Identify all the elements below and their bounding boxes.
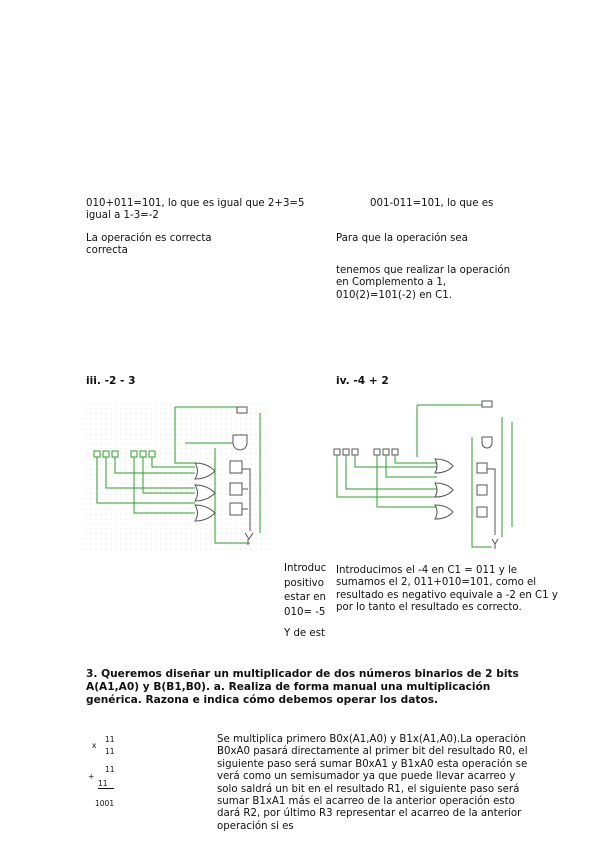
clipped-line-1: Introduc: [284, 563, 327, 574]
input-pins-iii: [93, 450, 156, 458]
mult-op-plus: +: [88, 772, 95, 781]
section3-heading: 3. Queremos diseñar un multiplicador de …: [86, 668, 519, 706]
circuit-diagram-iii: [85, 403, 270, 553]
clipped-line-4: 010= -5: [284, 606, 326, 618]
right-top-line1: 001-011=101, lo que es: [370, 198, 494, 209]
mult-row2: 11: [105, 747, 115, 756]
right-top-para1: Para que la operación sea: [336, 233, 468, 244]
clipped-line-3: estar en: [284, 592, 326, 604]
input-pins-iv: [333, 448, 399, 456]
mult-op-x: x: [92, 741, 97, 750]
explanation-text: Se multiplica primero B0x(A1,A0) y B1x(A…: [217, 734, 528, 832]
left-top-line2: igual a 1-3=-2: [86, 210, 159, 222]
left-top-result-line1: La operación es correcta: [86, 233, 212, 244]
right-top-para2: tenemos que realizar la operación en Com…: [336, 265, 511, 301]
left-top-result: La operación es correcta correcta: [86, 233, 326, 258]
circuit-diagram-iv: [333, 400, 513, 549]
clipped-line-2: positivo: [284, 577, 324, 589]
right-mid-text: Introducimos el -4 en C1 = 011 y le suma…: [336, 565, 558, 614]
mult-row4: 11: [98, 779, 114, 789]
heading-iii: iii. -2 - 3: [86, 375, 136, 387]
left-top-text: 010+011=101, lo que es igual que 2+3=5 i…: [86, 198, 326, 223]
left-top-result-line2: correcta: [86, 245, 128, 257]
mult-result: 1001: [95, 799, 115, 808]
clipped-text-column: Introduc positivo estar en 010= -5 Y de …: [284, 563, 329, 643]
clipped-line-5: Y de est: [284, 628, 326, 640]
manual-multiplication: x 11 11 + 11 11 1001: [86, 733, 146, 813]
left-top-line1: 010+011=101, lo que es igual que 2+3=5: [86, 198, 305, 209]
heading-iv: iv. -4 + 2: [336, 375, 389, 387]
mult-row3: 11: [105, 765, 115, 774]
mult-row1: 11: [105, 735, 115, 744]
